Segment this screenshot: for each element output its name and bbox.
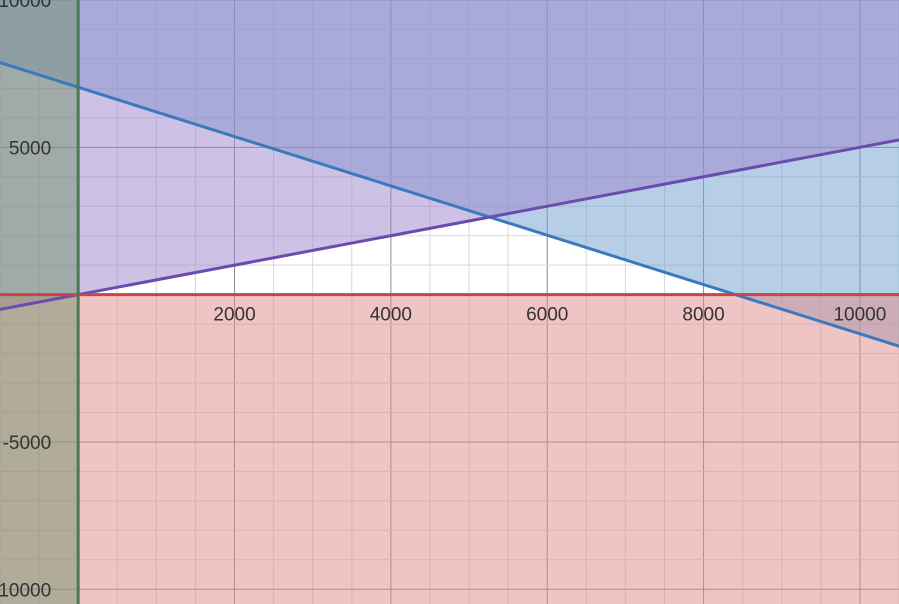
boundary-line-1[interactable] bbox=[0, 61, 899, 348]
shaded-region-2 bbox=[0, 0, 899, 310]
x-tick-label: 10000 bbox=[833, 305, 886, 326]
shaded-region-3 bbox=[0, 294, 899, 604]
x-tick-label: 6000 bbox=[526, 305, 568, 326]
y-tick-label: -5000 bbox=[3, 433, 52, 454]
x-tick-label: 4000 bbox=[370, 305, 412, 326]
x-tick-label: 2000 bbox=[213, 305, 255, 326]
y-tick-label: -10000 bbox=[0, 580, 51, 601]
boundary-line-2[interactable] bbox=[0, 138, 899, 311]
y-tick-label: 5000 bbox=[9, 138, 51, 159]
y-tick-label: 10000 bbox=[0, 0, 51, 12]
x-tick-label: 8000 bbox=[682, 305, 724, 326]
